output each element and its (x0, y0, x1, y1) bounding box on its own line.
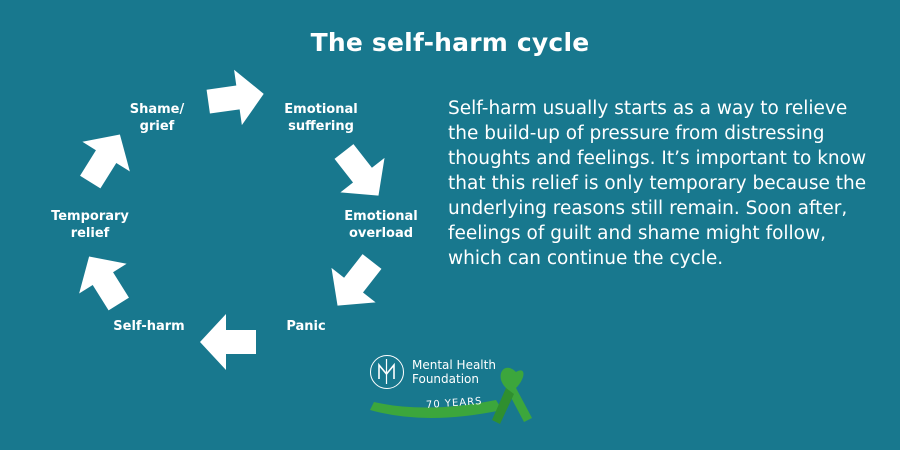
stage-shame-grief: Shame/ grief (129, 102, 185, 134)
cycle-arrow-1 (204, 66, 268, 130)
stage-emotional-suffering: Emotional suffering (284, 102, 358, 134)
description-text: Self-harm usually starts as a way to rel… (448, 98, 867, 269)
cycle-arrow-4 (200, 314, 256, 370)
page-title: The self-harm cycle (310, 28, 590, 57)
stage-self-harm: Self-harm (113, 319, 185, 334)
organisation-name: Mental Health Foundation (412, 358, 496, 386)
stage-panic: Panic (286, 319, 326, 334)
logo-mark-icon (370, 355, 404, 389)
logo: Mental Health Foundation 70 YEARS (366, 352, 541, 432)
ribbon-icon (370, 367, 532, 424)
stage-temporary-relief: Temporary relief (51, 209, 129, 241)
stage-emotional-overload: Emotional overload (344, 209, 418, 241)
cycle-arrow-3 (315, 244, 395, 323)
cycle-arrow-5 (65, 241, 143, 319)
cycle-arrow-2 (321, 134, 401, 213)
